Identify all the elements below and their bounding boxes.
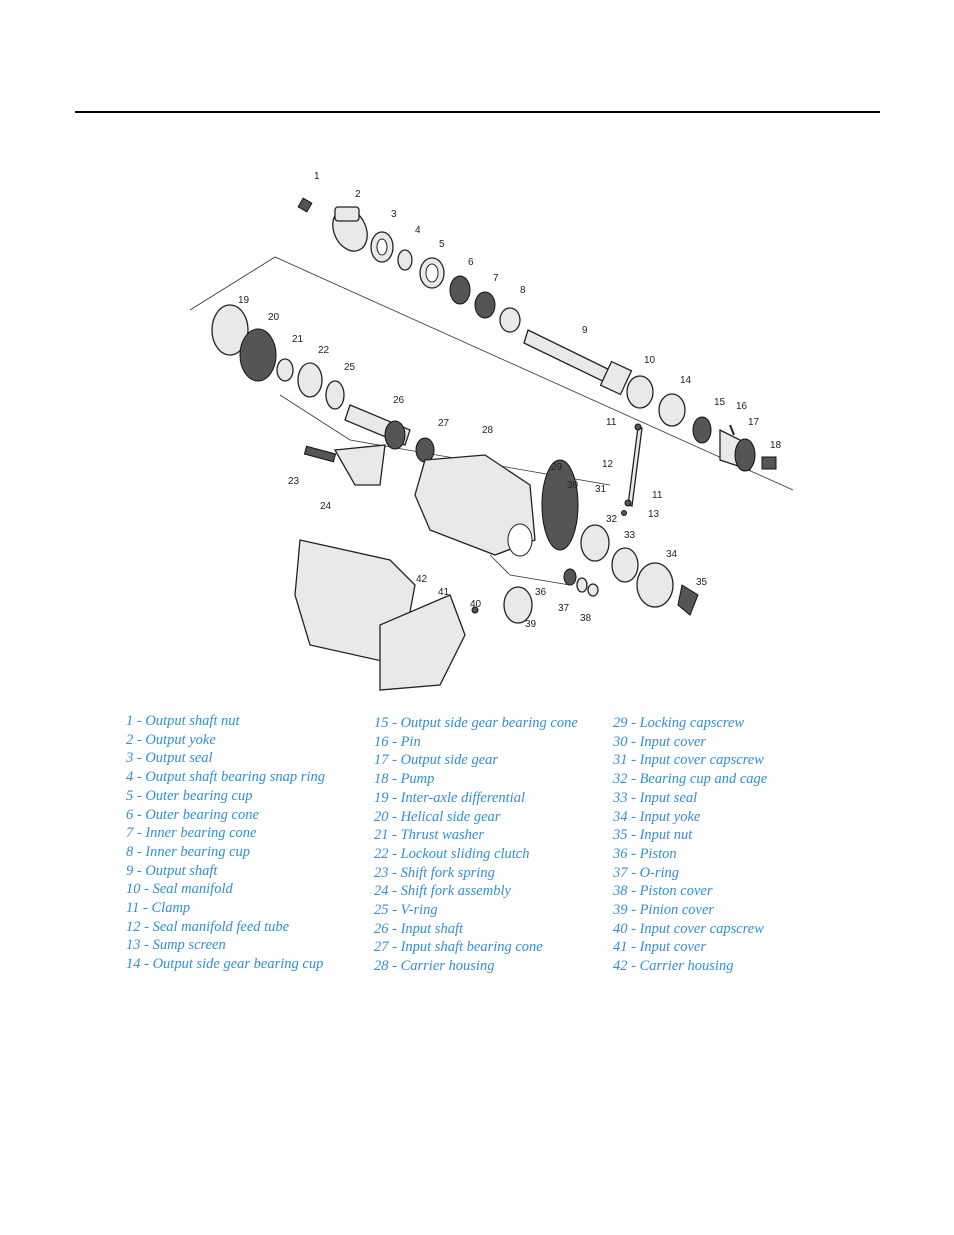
callout-label: 1: [314, 171, 320, 182]
callout-label: 35: [696, 577, 708, 588]
callout-label: 7: [493, 273, 499, 284]
legend-item: 1 - Output shaft nut: [126, 713, 240, 729]
legend-item: 35 - Input nut: [613, 827, 693, 844]
legend-item: 39 - Pinion cover: [613, 902, 715, 919]
legend-item: 27 - Input shaft bearing cone: [374, 939, 543, 956]
legend-item: 34 - Input yoke: [613, 808, 701, 825]
legend-column-3: 29 - Locking capscrew 30 - Input cover 3…: [613, 714, 767, 976]
callout-label: 24: [320, 501, 332, 512]
legend-item: 38 - Piston cover: [613, 883, 713, 900]
legend-item: 8 - Inner bearing cup: [126, 843, 251, 860]
legend-item: 36 - Piston: [613, 845, 677, 862]
legend-item: 17 - Output side gear: [374, 752, 499, 769]
callout-label: 16: [736, 401, 748, 412]
legend-item: 13 - Sump screen: [126, 937, 226, 954]
callout-label: 26: [393, 395, 405, 406]
callout-label: 4: [415, 225, 421, 236]
callout-label: 13: [648, 509, 660, 520]
exploded-view-diagram: 1 2 3 4 5 6 7 8 9 10 11 12 11 13 14 15 1…: [150, 165, 800, 700]
callout-label: 9: [582, 325, 588, 336]
callout-label: 21: [292, 334, 304, 345]
callout-label: 6: [468, 257, 474, 268]
legend-item: 32 - Bearing cup and cage: [613, 771, 768, 788]
callout-label: 32: [606, 514, 618, 525]
legend-item: 41 - Input cover: [613, 939, 707, 956]
legend-item: 7 - Inner bearing cone: [126, 825, 257, 842]
callout-label: 40: [470, 599, 482, 610]
legend-item: 19 - Inter-axle differential: [374, 789, 525, 806]
callout-label: 3: [391, 209, 397, 220]
callout-label: 36: [535, 587, 547, 598]
callout-label: 11: [652, 490, 663, 501]
legend-item: 9 - Output shaft: [126, 862, 218, 879]
callout-label: 11: [606, 417, 617, 428]
callout-label: 20: [268, 312, 280, 323]
callout-label: 31: [595, 484, 607, 495]
legend-item: 15 - Output side gear bearing cone: [374, 715, 578, 731]
legend-item: 14 - Output side gear bearing cup: [126, 956, 324, 973]
callout-label: 5: [439, 239, 445, 250]
callout-label: 27: [438, 418, 450, 429]
callout-label: 25: [344, 362, 356, 373]
callout-label: 41: [438, 587, 450, 598]
legend-item: 10 - Seal manifold: [126, 881, 233, 898]
callout-label: 39: [525, 619, 537, 630]
header-rule: [75, 111, 880, 113]
legend-item: 3 - Output seal: [126, 750, 213, 767]
callout-label: 17: [748, 417, 760, 428]
legend-item: 18 - Pump: [374, 771, 435, 788]
legend-column-2: 15 - Output side gear bearing cone 16 - …: [374, 714, 578, 976]
legend-item: 42 - Carrier housing: [613, 958, 734, 975]
legend-item: 11 - Clamp: [126, 900, 191, 917]
legend-item: 26 - Input shaft: [374, 920, 464, 937]
callout-label: 14: [680, 375, 692, 386]
legend-column-1: 1 - Output shaft nut 2 - Output yoke 3 -…: [126, 712, 325, 974]
legend-item: 30 - Input cover: [613, 733, 707, 750]
callout-label: 23: [288, 476, 300, 487]
legend-item: 24 - Shift fork assembly: [374, 883, 511, 900]
legend-item: 23 - Shift fork spring: [374, 864, 495, 881]
callout-label: 8: [520, 285, 526, 296]
callout-label: 15: [714, 397, 726, 408]
legend-item: 40 - Input cover capscrew: [613, 920, 764, 937]
legend-item: 21 - Thrust washer: [374, 827, 484, 844]
callout-label: 37: [558, 603, 570, 614]
callout-label: 12: [602, 459, 614, 470]
legend-item: 28 - Carrier housing: [374, 958, 495, 975]
callout-label: 34: [666, 549, 678, 560]
legend-item: 22 - Lockout sliding clutch: [374, 845, 530, 862]
callout-label: 2: [355, 189, 361, 200]
legend-item: 4 - Output shaft bearing snap ring: [126, 769, 325, 786]
callout-label: 18: [770, 440, 782, 451]
legend-item: 33 - Input seal: [613, 789, 698, 806]
callout-label: 19: [238, 295, 250, 306]
callout-label: 42: [416, 574, 428, 585]
callout-label: 22: [318, 345, 330, 356]
legend-item: 16 - Pin: [374, 733, 421, 750]
legend-item: 5 - Outer bearing cup: [126, 787, 253, 804]
legend-item: 25 - V-ring: [374, 902, 438, 919]
legend-item: 37 - O-ring: [613, 864, 680, 881]
legend-item: 31 - Input cover capscrew: [613, 752, 764, 769]
legend-item: 20 - Helical side gear: [374, 808, 501, 825]
callout-label: 29: [551, 462, 563, 473]
legend-item: 2 - Output yoke: [126, 731, 216, 748]
callout-label: 33: [624, 530, 636, 541]
callout-label: 28: [482, 425, 494, 436]
callout-label: 10: [644, 355, 656, 366]
callout-label: 38: [580, 613, 592, 624]
legend-item: 29 - Locking capscrew: [613, 715, 745, 731]
legend-item: 6 - Outer bearing cone: [126, 806, 259, 823]
legend-item: 12 - Seal manifold feed tube: [126, 918, 290, 935]
callout-label: 30: [567, 480, 579, 491]
